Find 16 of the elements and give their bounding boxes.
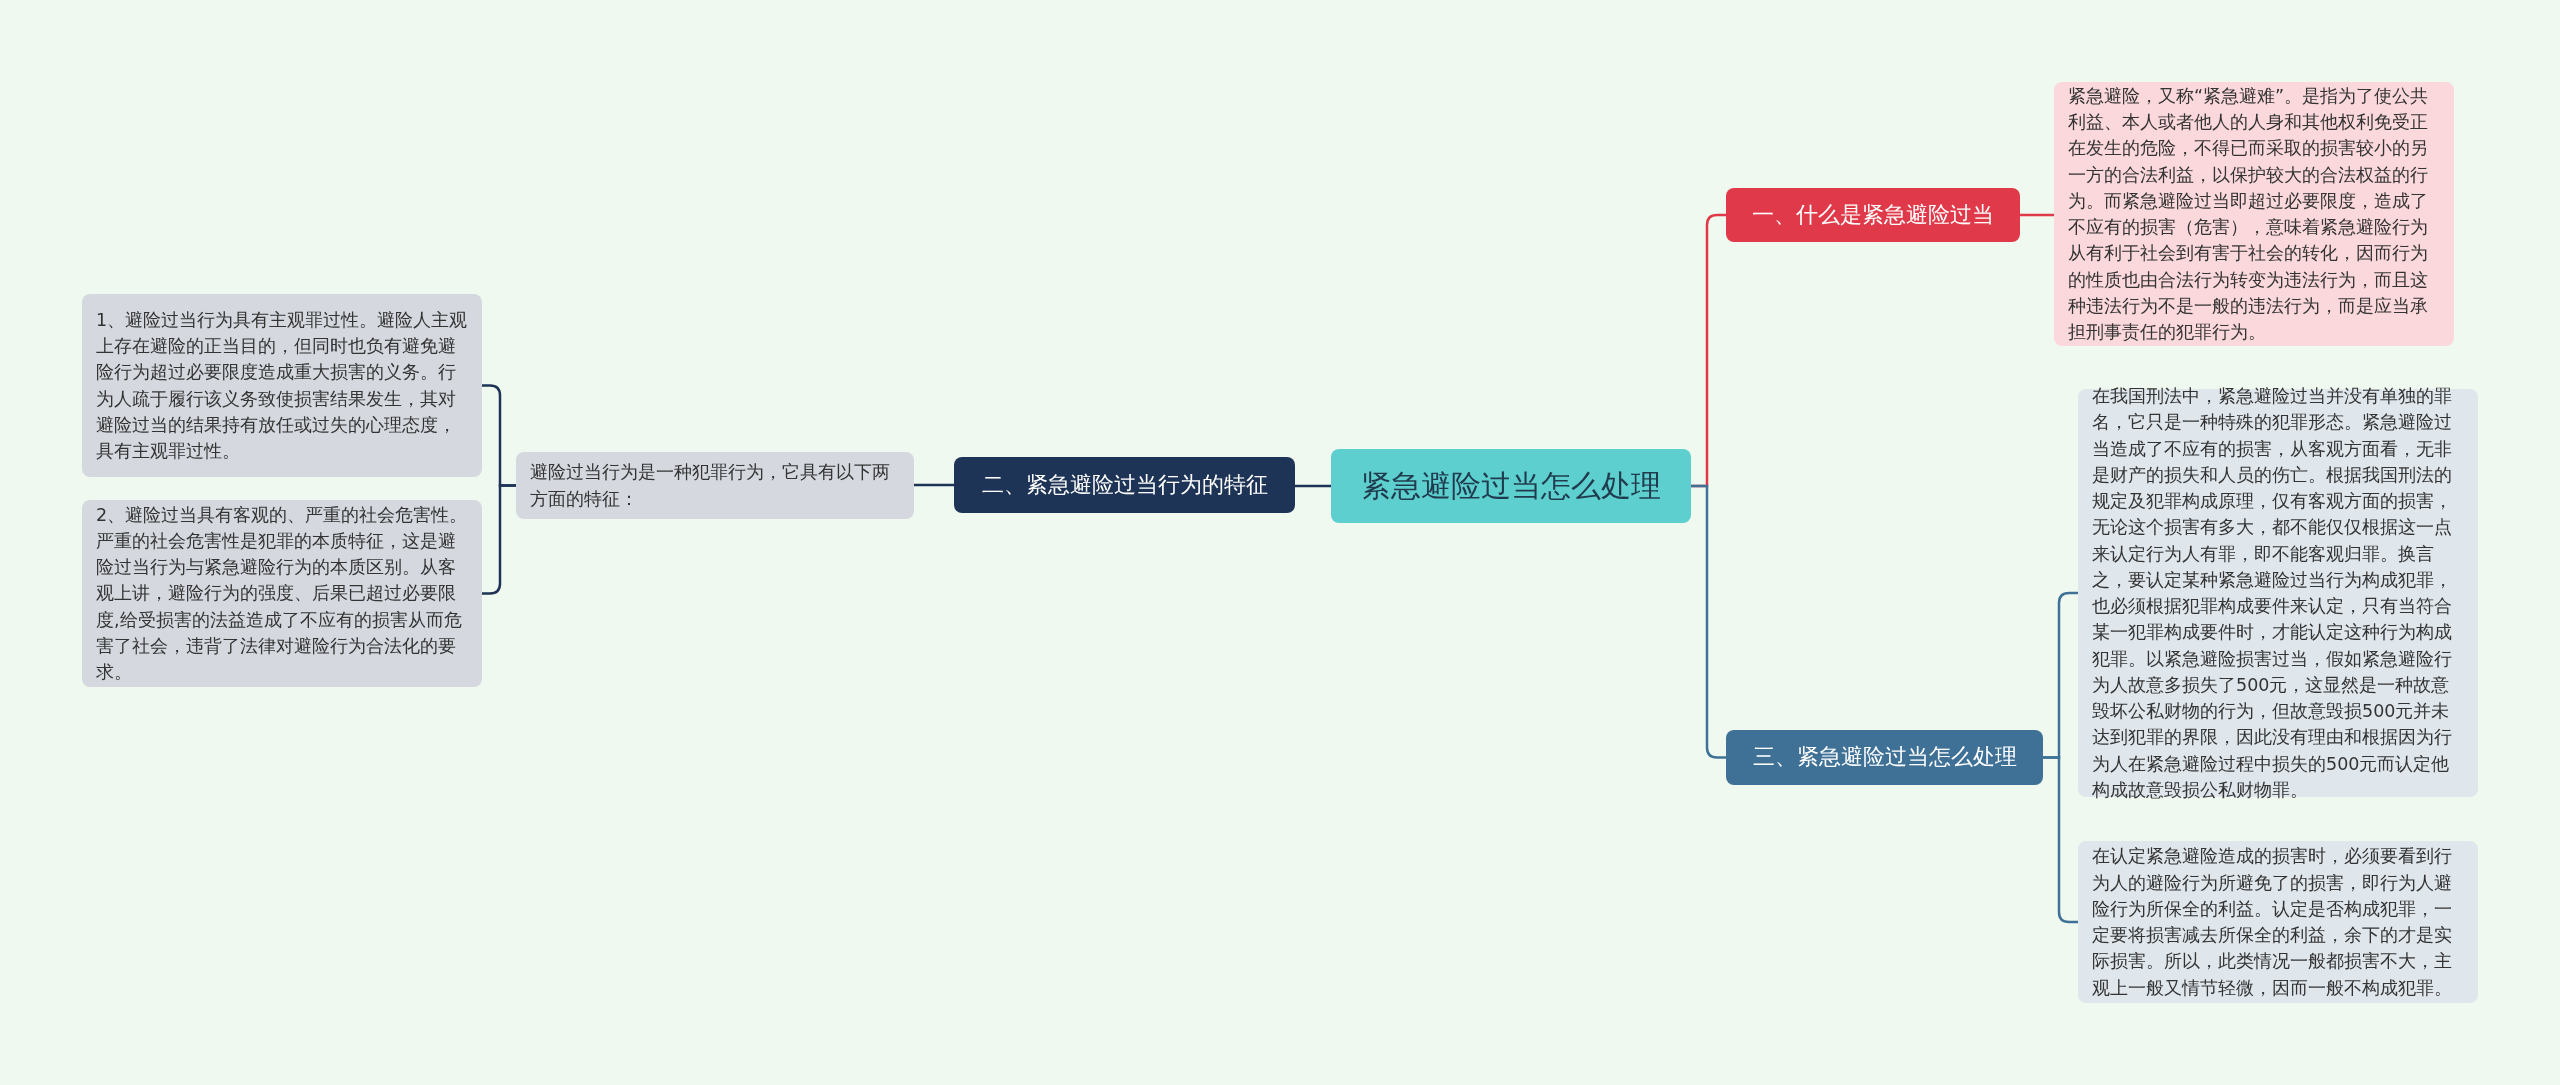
connector-line <box>1295 484 1331 488</box>
note-card: 1、避险过当行为具有主观罪过性。避险人主观上存在避险的正当目的，但同时也负有避免避险行为超过必要限度造成重大损害的义务。行为人疏于履行该义务致使损害结果发生，其对避险过当的结果持有放任或过失的心理态度，具有主观罪过性。 <box>82 294 482 477</box>
connector-line <box>482 484 516 595</box>
branch-topic: 三、紧急避险过当怎么处理 <box>1726 730 2043 785</box>
note-card: 在认定紧急避险造成的损害时，必须要看到行为人的避险行为所避免了的损害，即行为人避险行为所保全的利益。认定是否构成犯罪，一定要将损害减去所保全的利益，余下的才是实际损害。所以，此类情况一般都损害不大，主观上一般又情节轻微，因而一般不构成犯罪。 <box>2078 841 2478 1003</box>
connector-line <box>2020 213 2054 217</box>
root-topic: 紧急避险过当怎么处理 <box>1331 449 1691 523</box>
connector-line <box>1691 484 1726 759</box>
note-card: 避险过当行为是一种犯罪行为，它具有以下两方面的特征： <box>516 452 914 519</box>
connector-line <box>914 483 954 487</box>
note-card: 紧急避险，又称“紧急避难”。是指为了使公共利益、本人或者他人的人身和其他权利免受正在发生的危险，不得已而采取的损害较小的另一方的合法利益，以保护较大的合法权益的行为。而紧急避险过当即超过必要限度，造成了不应有的损害（危害），意味着紧急避险行为从有利于社会到有害于社会的转化，因而行为的性质也由合法行为转变为违法行为，而且这种违法行为不是一般的违法行为，而是应当承担刑事责任的犯罪行为。 <box>2054 82 2454 346</box>
branch-topic: 二、紧急避险过当行为的特征 <box>954 457 1295 513</box>
note-card: 在我国刑法中，紧急避险过当并没有单独的罪名，它只是一种特殊的犯罪形态。紧急避险过当造成了不应有的损害，从客观方面看，无非是财产的损失和人员的伤亡。根据我国刑法的规定及犯罪构成原理，仅有客观方面的损害，无论这个损害有多大，都不能仅仅根据这一点来认定行为人有罪，即不能客观归罪。换言之，要认定某种紧急避险过当行为构成犯罪，也必须根据犯罪构成要件来认定，只有当符合某一犯罪构成要件时，才能认定这种行为构成犯罪。以紧急避险损害过当，假如紧急避险行为人故意多损失了500元，这显然是一种故意毁坏公私财物的行为，但故意毁损500元并未达到犯罪的界限，因此没有理由和根据因为行为人在紧急避险过程中损失的500元而认定他构成故意毁损公私财物罪。 <box>2078 389 2478 797</box>
connector-line <box>2043 756 2078 924</box>
branch-topic: 一、什么是紧急避险过当 <box>1726 188 2020 242</box>
note-card: 2、避险过当具有客观的、严重的社会危害性。严重的社会危害性是犯罪的本质特征，这是避险过当行为与紧急避险行为的本质区别。从客观上讲，避险行为的强度、后果已超过必要限度,给受损害的法益造成了不应有的损害从而危害了社会，违背了法律对避险行为合法化的要求。 <box>82 500 482 687</box>
